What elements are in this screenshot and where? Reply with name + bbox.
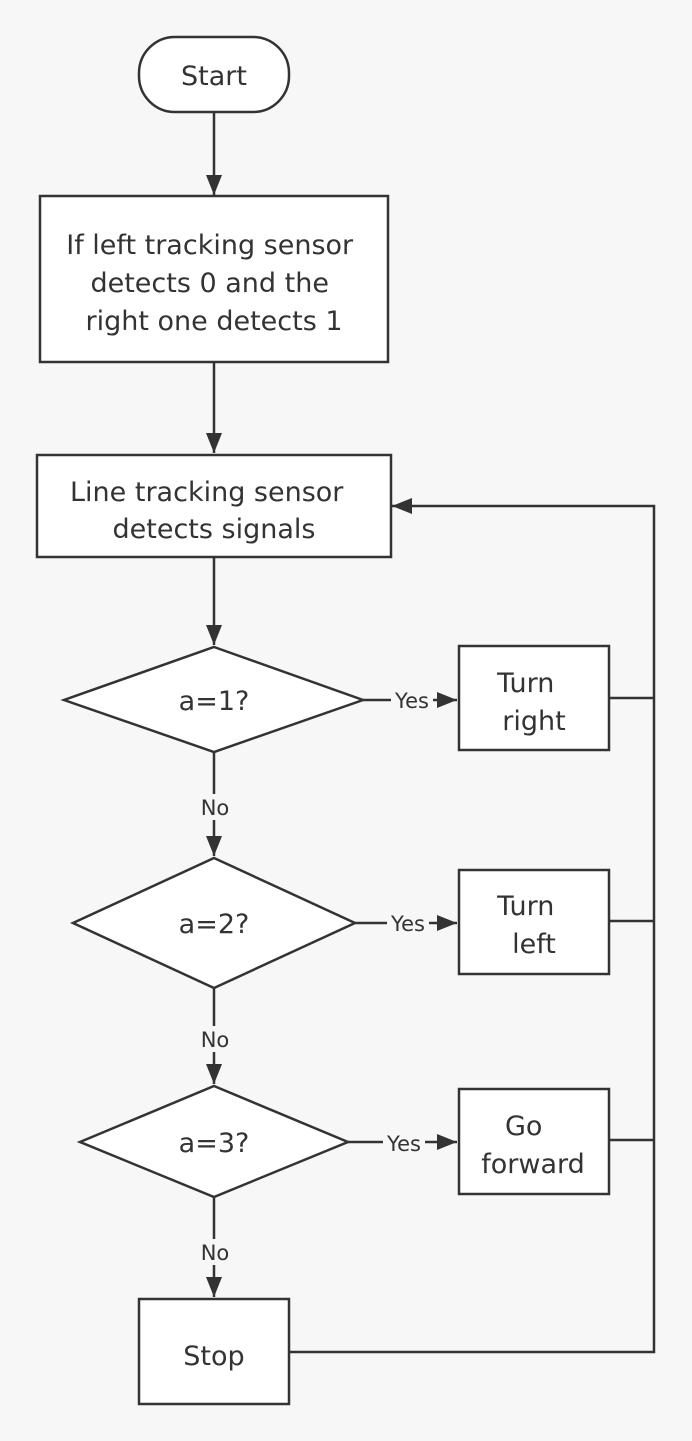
decision-a1: a=1? xyxy=(60,645,367,754)
svg-text:Turn left: Turn left xyxy=(496,891,563,960)
start-node-label: Start xyxy=(181,61,247,92)
turn-left-box: Turn left xyxy=(457,868,611,976)
svg-text:Turn right: Turn right xyxy=(496,668,566,737)
svg-text:a=3?: a=3? xyxy=(179,1128,250,1159)
no-label-a3: No xyxy=(201,1241,230,1265)
decision-a2: a=2? xyxy=(70,856,358,990)
edge-stop-loop-back xyxy=(290,498,656,1354)
svg-text:Go forward: Go forward xyxy=(481,1111,585,1180)
svg-text:a=2?: a=2? xyxy=(179,909,250,940)
decision-a1-label: a=1? xyxy=(179,686,250,717)
no-label-a2: No xyxy=(201,1028,230,1052)
nodes: Start If left tracking sensor detects 0 … xyxy=(35,35,611,1406)
decision-a2-label: a=2? xyxy=(179,909,250,940)
start-node: Start xyxy=(137,35,291,114)
go-forward-box: Go forward xyxy=(457,1087,611,1196)
condition-line-3: right one detects 1 xyxy=(85,306,342,337)
yes-label-a1: Yes xyxy=(394,689,429,713)
yes-label-a2: Yes xyxy=(390,912,425,936)
svg-text:Stop: Stop xyxy=(183,1341,244,1372)
stop-label: Stop xyxy=(183,1341,244,1372)
turn-left-line-1: Turn xyxy=(496,891,554,922)
decision-a3: a=3? xyxy=(76,1084,352,1199)
stop-box: Stop xyxy=(137,1297,291,1406)
yes-label-a3: Yes xyxy=(386,1132,421,1156)
turn-right-line-1: Turn xyxy=(496,668,554,699)
go-forward-line-1: Go xyxy=(505,1111,542,1142)
turn-right-line-2: right xyxy=(502,706,565,737)
decision-a3-label: a=3? xyxy=(179,1128,250,1159)
detect-line-1: Line tracking sensor xyxy=(70,477,344,508)
svg-text:a=1?: a=1? xyxy=(179,686,250,717)
turn-left-line-2: left xyxy=(512,929,556,960)
go-forward-line-2: forward xyxy=(481,1149,585,1180)
svg-text:If left tracking sensor: If left tracking sensor detects 0 and th… xyxy=(66,230,361,337)
condition-line-2: detects 0 and the xyxy=(90,268,328,299)
detect-line-2: detects signals xyxy=(113,514,316,545)
no-label-a1: No xyxy=(201,796,230,820)
condition-line-1: If left tracking sensor xyxy=(66,230,354,261)
svg-text:Start: Start xyxy=(181,61,247,92)
svg-text:Line tracking sensor d: Line tracking sensor detects signals xyxy=(70,477,352,545)
condition-process-box: If left tracking sensor detects 0 and th… xyxy=(38,194,390,364)
turn-right-box: Turn right xyxy=(457,644,611,752)
edge-labels: Yes No Yes No Yes No xyxy=(196,688,433,1265)
detect-signals-box: Line tracking sensor detects signals xyxy=(35,453,393,559)
